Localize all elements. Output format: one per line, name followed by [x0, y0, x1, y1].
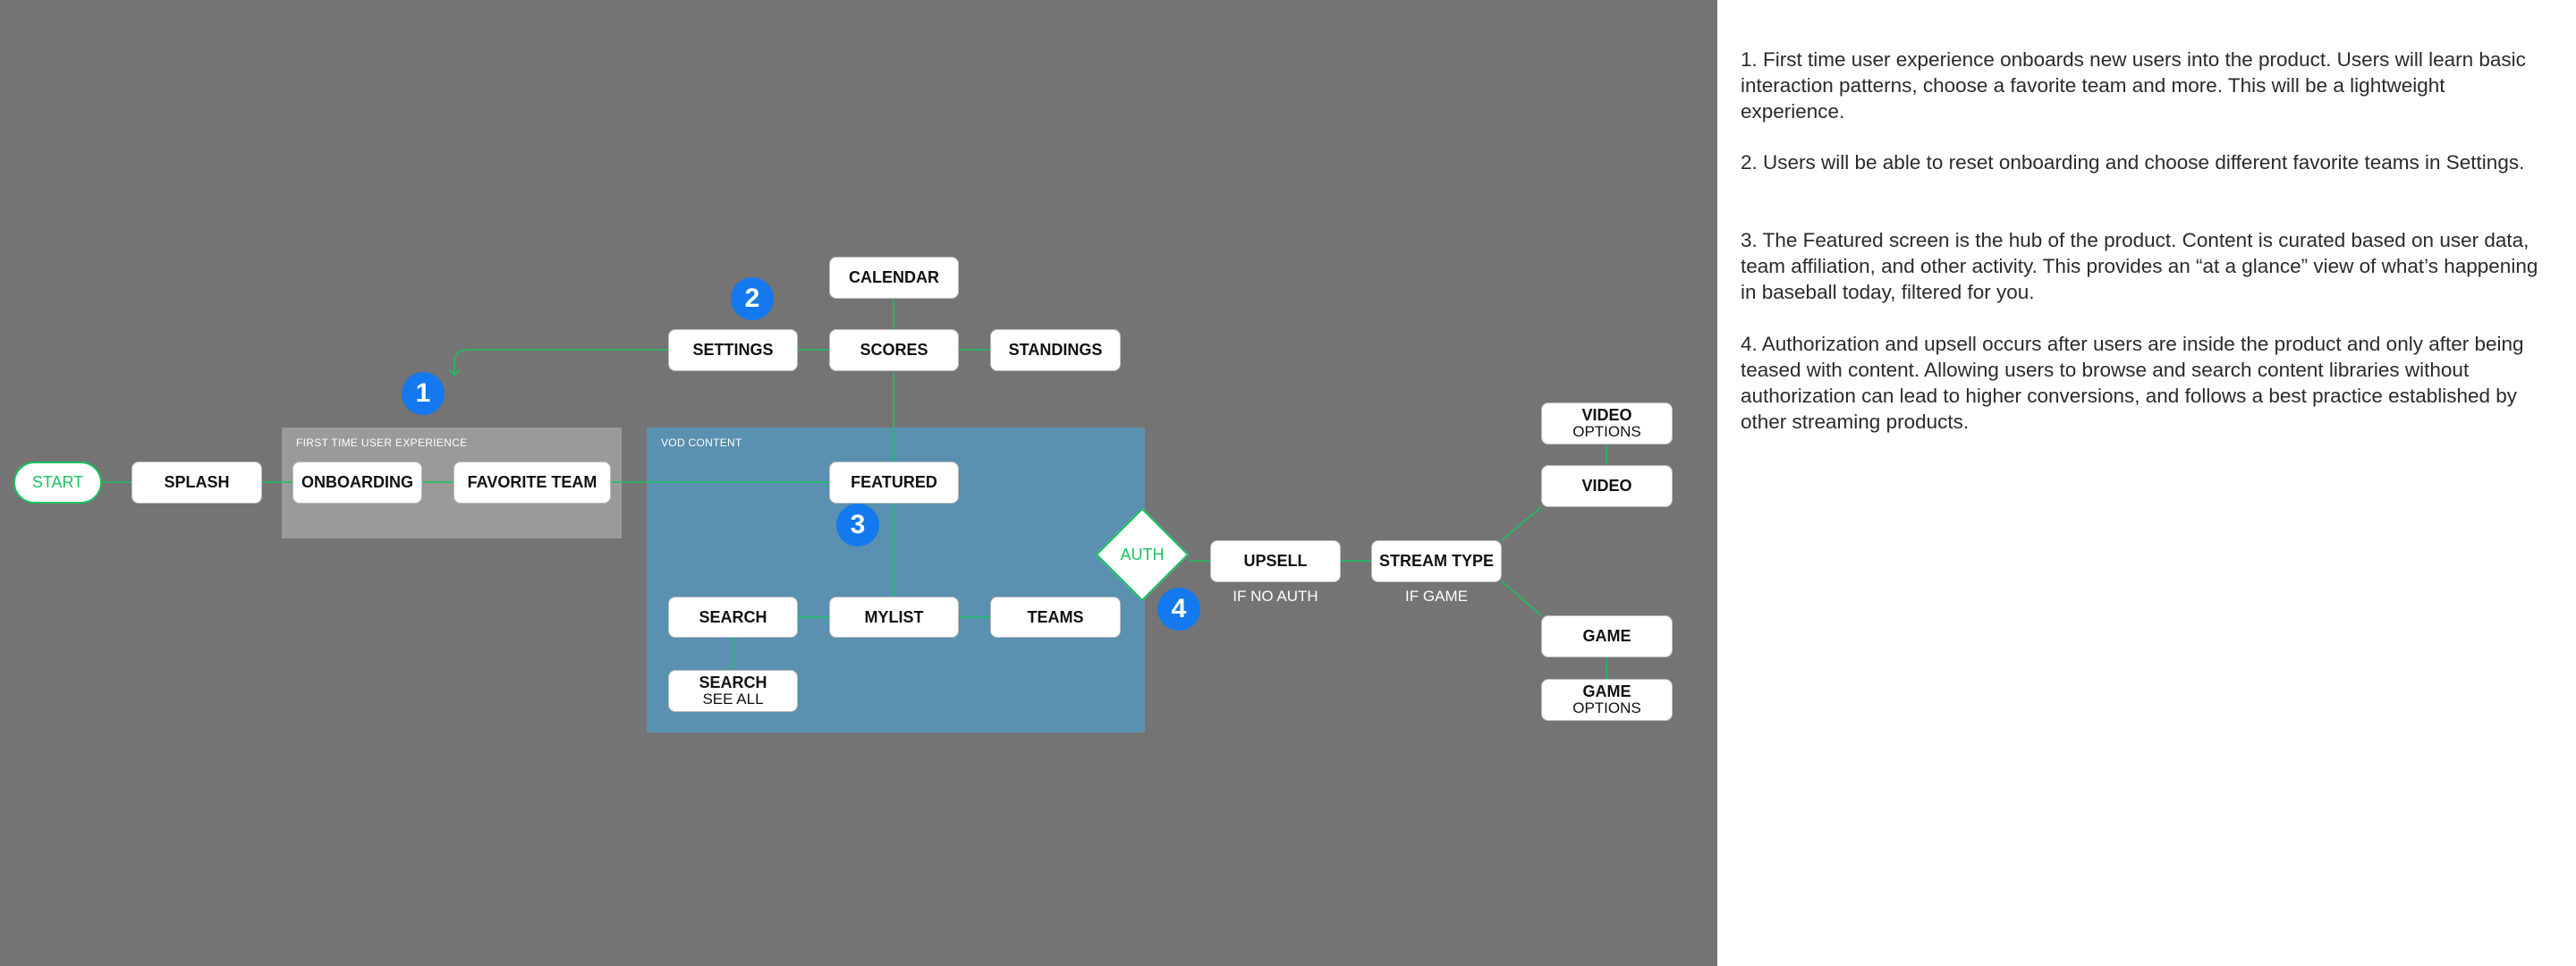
badge-1: 1 — [402, 372, 445, 415]
notes-panel: 1. First time user experience onboards n… — [1717, 0, 2576, 966]
splash-label: SPLASH — [164, 473, 230, 491]
start-node: START — [13, 462, 102, 504]
if-game-caption: IF GAME — [1405, 588, 1468, 605]
stream-type-label: STREAM TYPE — [1378, 552, 1494, 570]
standings-node: STANDINGS — [990, 329, 1121, 371]
badge-3: 3 — [836, 504, 879, 547]
onboarding-label: ONBOARDING — [301, 473, 413, 491]
badge-4: 4 — [1157, 588, 1200, 631]
note-4: 4. Authorization and upsell occurs after… — [1741, 333, 2524, 433]
note-1: 1. First time user experience onboards n… — [1741, 48, 2526, 123]
scores-node: SCORES — [829, 329, 959, 371]
featured-node: FEATURED — [829, 462, 959, 504]
scores-label: SCORES — [860, 341, 928, 359]
ftue-region-label: FIRST TIME USER EXPERIENCE — [296, 436, 468, 449]
connector-arrowhead — [448, 369, 461, 377]
connector-streamtype-game — [1501, 580, 1542, 616]
flow-diagram-canvas: FIRST TIME USER EXPERIENCE VOD CONTENT — [13, 257, 1673, 733]
favorite-team-node: FAVORITE TEAM — [453, 462, 611, 504]
connector-settings-onboarding-loop — [453, 349, 668, 375]
teams-node: TEAMS — [990, 597, 1121, 638]
connector-streamtype-video — [1501, 506, 1542, 541]
start-label: START — [31, 473, 84, 491]
if-no-auth-caption: IF NO AUTH — [1233, 588, 1318, 605]
badge-2: 2 — [731, 277, 774, 320]
video-options-node: VIDEO OPTIONS — [1541, 402, 1673, 445]
calendar-node: CALENDAR — [829, 257, 959, 299]
settings-node: SETTINGS — [668, 329, 798, 371]
search-see-all-node: SEARCH SEE ALL — [668, 670, 798, 712]
video-label: VIDEO — [1581, 477, 1632, 495]
game-options-line1: GAME — [1582, 682, 1631, 700]
auth-label: AUTH — [1120, 546, 1165, 564]
upsell-node: UPSELL — [1210, 540, 1341, 582]
search-node: SEARCH — [668, 597, 798, 638]
vod-region-label: VOD CONTENT — [661, 436, 742, 449]
featured-label: FEATURED — [851, 473, 937, 491]
video-node: VIDEO — [1541, 465, 1673, 507]
search-see-all-line2: SEE ALL — [702, 691, 764, 708]
mylist-node: MYLIST — [829, 597, 959, 638]
teams-label: TEAMS — [1027, 607, 1084, 626]
video-options-line1: VIDEO — [1581, 406, 1632, 424]
search-label: SEARCH — [699, 607, 767, 626]
connector-lines — [102, 299, 1607, 679]
upsell-label: UPSELL — [1243, 552, 1308, 570]
note-2: 2. Users will be able to reset onboardin… — [1741, 151, 2525, 174]
onboarding-node: ONBOARDING — [292, 462, 422, 504]
mylist-label: MYLIST — [864, 607, 924, 626]
settings-label: SETTINGS — [692, 341, 774, 359]
search-see-all-line1: SEARCH — [699, 674, 767, 691]
game-node: GAME — [1541, 615, 1673, 657]
game-options-node: GAME OPTIONS — [1541, 679, 1673, 721]
game-options-line2: OPTIONS — [1572, 699, 1641, 716]
video-options-line2: OPTIONS — [1572, 423, 1641, 440]
stream-type-node: STREAM TYPE — [1371, 540, 1502, 582]
splash-node: SPLASH — [131, 462, 262, 504]
calendar-label: CALENDAR — [849, 268, 939, 286]
note-3: 3. The Featured screen is the hub of the… — [1741, 229, 2538, 303]
game-label: GAME — [1582, 627, 1631, 645]
favorite-team-label: FAVORITE TEAM — [467, 473, 597, 491]
standings-label: STANDINGS — [1008, 341, 1103, 359]
